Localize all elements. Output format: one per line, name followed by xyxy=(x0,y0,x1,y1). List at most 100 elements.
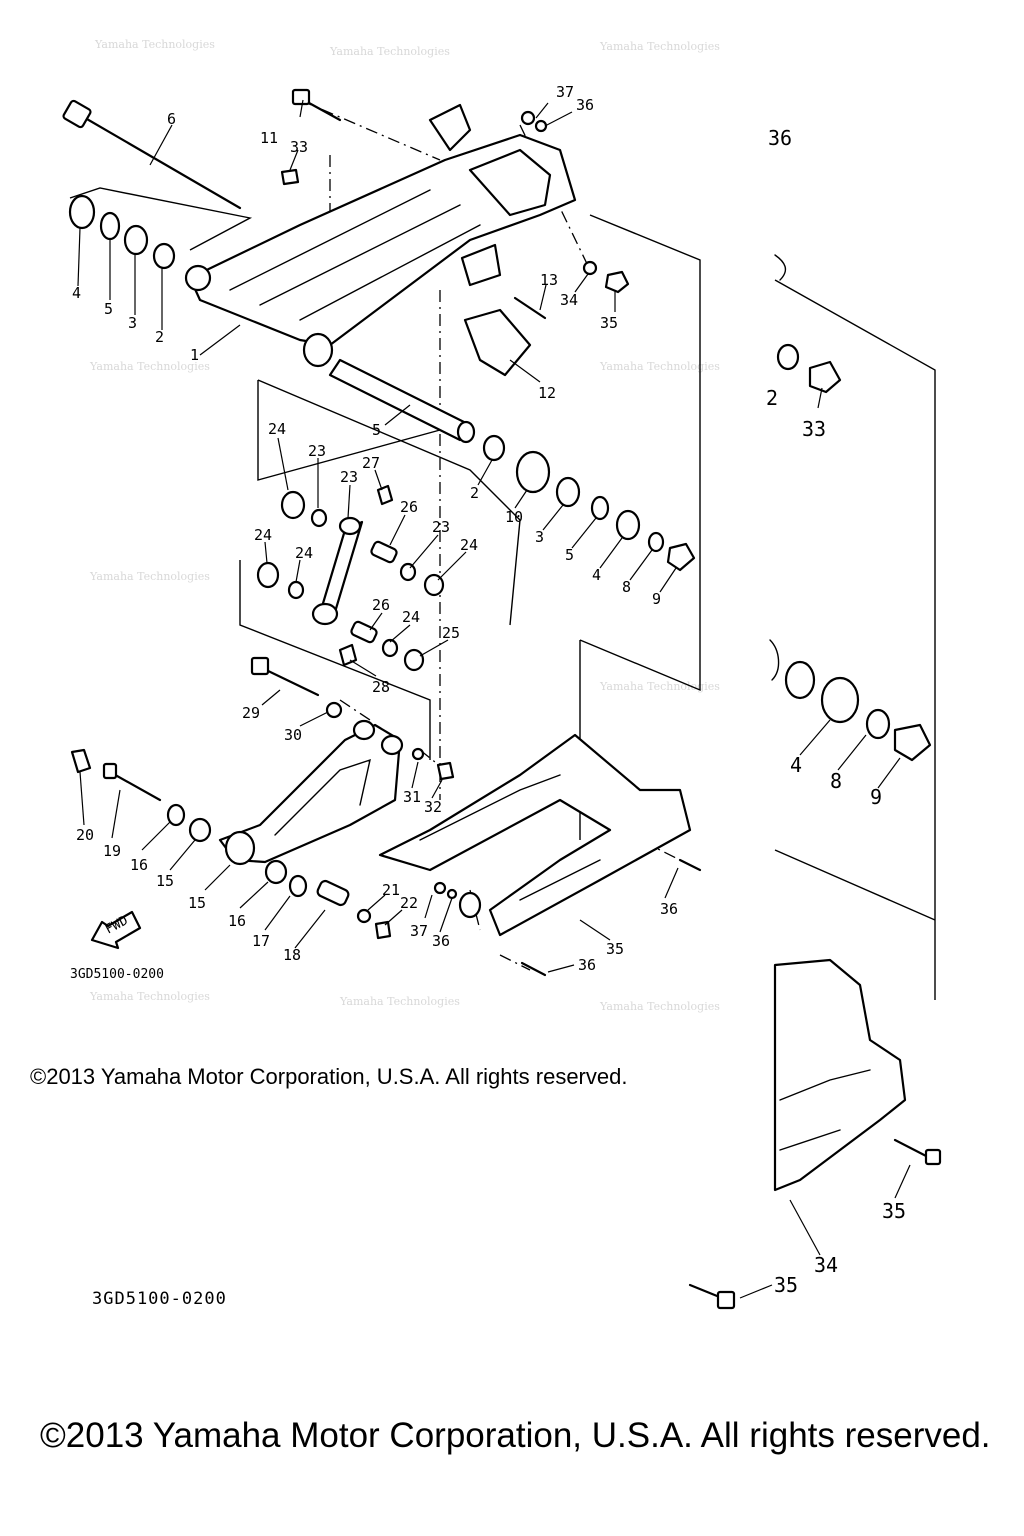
zoom-callout-35a: 35 xyxy=(882,1199,906,1223)
copyright-notice-large: ©2013 Yamaha Motor Corporation, U.S.A. A… xyxy=(40,1416,991,1455)
watermark-text: Yamaha Technologies xyxy=(599,680,720,693)
relay-bolt xyxy=(250,656,343,719)
callout-25b: 26 xyxy=(372,596,390,614)
watermark-text: Yamaha Technologies xyxy=(339,995,460,1008)
oil-seal xyxy=(68,194,96,230)
callout-36: 36 xyxy=(576,96,594,114)
callout-3: 3 xyxy=(128,314,137,332)
callout-12: 12 xyxy=(538,384,556,402)
callout-15b: 16 xyxy=(228,912,246,930)
watermark-text: Yamaha Technologies xyxy=(599,40,720,53)
connecting-rod xyxy=(256,484,445,672)
swingarm xyxy=(184,103,577,368)
right-bearing-stack xyxy=(482,434,696,572)
callout-24b: 24 xyxy=(460,536,478,554)
callout-15a: 15 xyxy=(156,872,174,890)
zoom-callout-35b: 35 xyxy=(774,1273,798,1297)
callout-37: 37 xyxy=(556,83,574,101)
callout-2: 2 xyxy=(155,328,164,346)
callout-4b: 4 xyxy=(592,566,601,584)
callout-3b: 3 xyxy=(535,528,544,546)
callout-26b: 28 xyxy=(372,678,390,696)
callout-19: 20 xyxy=(76,826,94,844)
watermark-text: Yamaha Technologies xyxy=(89,990,210,1003)
callout-10: 10 xyxy=(505,508,523,526)
callout-25a: 26 xyxy=(400,498,418,516)
callout-21: 22 xyxy=(400,894,418,912)
thrust-bearing xyxy=(123,224,149,256)
callout-29: 31 xyxy=(403,788,421,806)
zoom-callout-33: 33 xyxy=(802,417,826,441)
pivot-shaft-bolt xyxy=(62,99,242,210)
zoomed-detail-strip xyxy=(688,254,942,1310)
callout-16a: 16 xyxy=(130,856,148,874)
diagram-code: 3GD5100-0200 xyxy=(70,967,164,982)
zoom-callout-4: 4 xyxy=(790,753,802,777)
callout-6: 5 xyxy=(372,421,381,439)
watermark-text: Yamaha Technologies xyxy=(329,45,450,58)
callout-4: 4 xyxy=(72,284,81,302)
callout-24d: 25 xyxy=(442,624,460,642)
callout-5b: 5 xyxy=(565,546,574,564)
callout-31: 33 xyxy=(290,138,308,156)
leader-lines xyxy=(77,99,911,1299)
callout-labels: 6 11 33 4 5 3 2 1 37 36 13 34 35 12 5 2 … xyxy=(70,83,678,982)
watermark-text: Yamaha Technologies xyxy=(89,570,210,583)
callout-33: 35 xyxy=(600,314,618,332)
callout-14: 15 xyxy=(188,894,206,912)
watermark-layer: Yamaha Technologies Yamaha Technologies … xyxy=(89,38,720,1013)
watermark-text: Yamaha Technologies xyxy=(599,360,720,373)
lower-pivot-hardware xyxy=(70,747,455,940)
callout-11: 11 xyxy=(260,129,278,147)
callout-26a: 27 xyxy=(362,454,380,472)
callout-20: 21 xyxy=(382,881,400,899)
diagram-code-large: 3GD5100-0200 xyxy=(92,1289,227,1309)
callout-30: 32 xyxy=(424,798,442,816)
callout-7: 6 xyxy=(167,110,176,128)
upper-bolts xyxy=(280,88,342,186)
needle-bearing xyxy=(152,242,176,270)
callout-36b: 36 xyxy=(432,932,450,950)
callout-23b: 23 xyxy=(432,518,450,536)
relay-arm xyxy=(218,719,404,866)
callout-16b: 17 xyxy=(252,932,270,950)
callout-27: 29 xyxy=(242,704,260,722)
callout-23a: 23 xyxy=(308,442,326,460)
rear-bumper-guard xyxy=(378,733,702,977)
zoom-callout-9: 9 xyxy=(870,785,882,809)
watermark-text: Yamaha Technologies xyxy=(89,360,210,373)
callout-18: 19 xyxy=(103,842,121,860)
callout-22: 23 xyxy=(340,468,358,486)
callout-23d: 24 xyxy=(402,608,420,626)
left-bearing-stack xyxy=(68,194,176,270)
watermark-text: Yamaha Technologies xyxy=(599,1000,720,1013)
callout-1: 1 xyxy=(190,346,199,364)
zoom-callout-labels: 36 2 33 4 8 9 35 34 35 3GD5100-0200 xyxy=(92,126,906,1309)
callout-5: 5 xyxy=(104,300,113,318)
zoom-callout-2: 2 xyxy=(766,386,778,410)
callout-8: 8 xyxy=(622,578,631,596)
group-brackets xyxy=(69,187,936,1000)
callout-35b: 36 xyxy=(578,956,596,974)
callout-2b: 2 xyxy=(470,484,479,502)
copyright-notice-small: ©2013 Yamaha Motor Corporation, U.S.A. A… xyxy=(30,1064,628,1089)
zoom-callout-8: 8 xyxy=(830,769,842,793)
watermark-text: Yamaha Technologies xyxy=(94,38,215,51)
collar-shaft xyxy=(328,358,476,444)
zoom-callout-36: 36 xyxy=(768,126,792,150)
callout-23c: 24 xyxy=(295,544,313,562)
callout-24a: 24 xyxy=(268,420,286,438)
callout-24c: 24 xyxy=(254,526,272,544)
callout-9: 9 xyxy=(652,590,661,608)
upper-right-hardware xyxy=(520,110,630,294)
thrust-washer xyxy=(99,211,121,241)
callout-35a: 36 xyxy=(660,900,678,918)
callout-13: 13 xyxy=(540,271,558,289)
chain-guide xyxy=(460,243,547,377)
callout-37b: 37 xyxy=(410,922,428,940)
callout-28: 30 xyxy=(284,726,302,744)
forward-arrow: FWD xyxy=(90,910,142,950)
zoom-callout-34: 34 xyxy=(814,1253,838,1277)
